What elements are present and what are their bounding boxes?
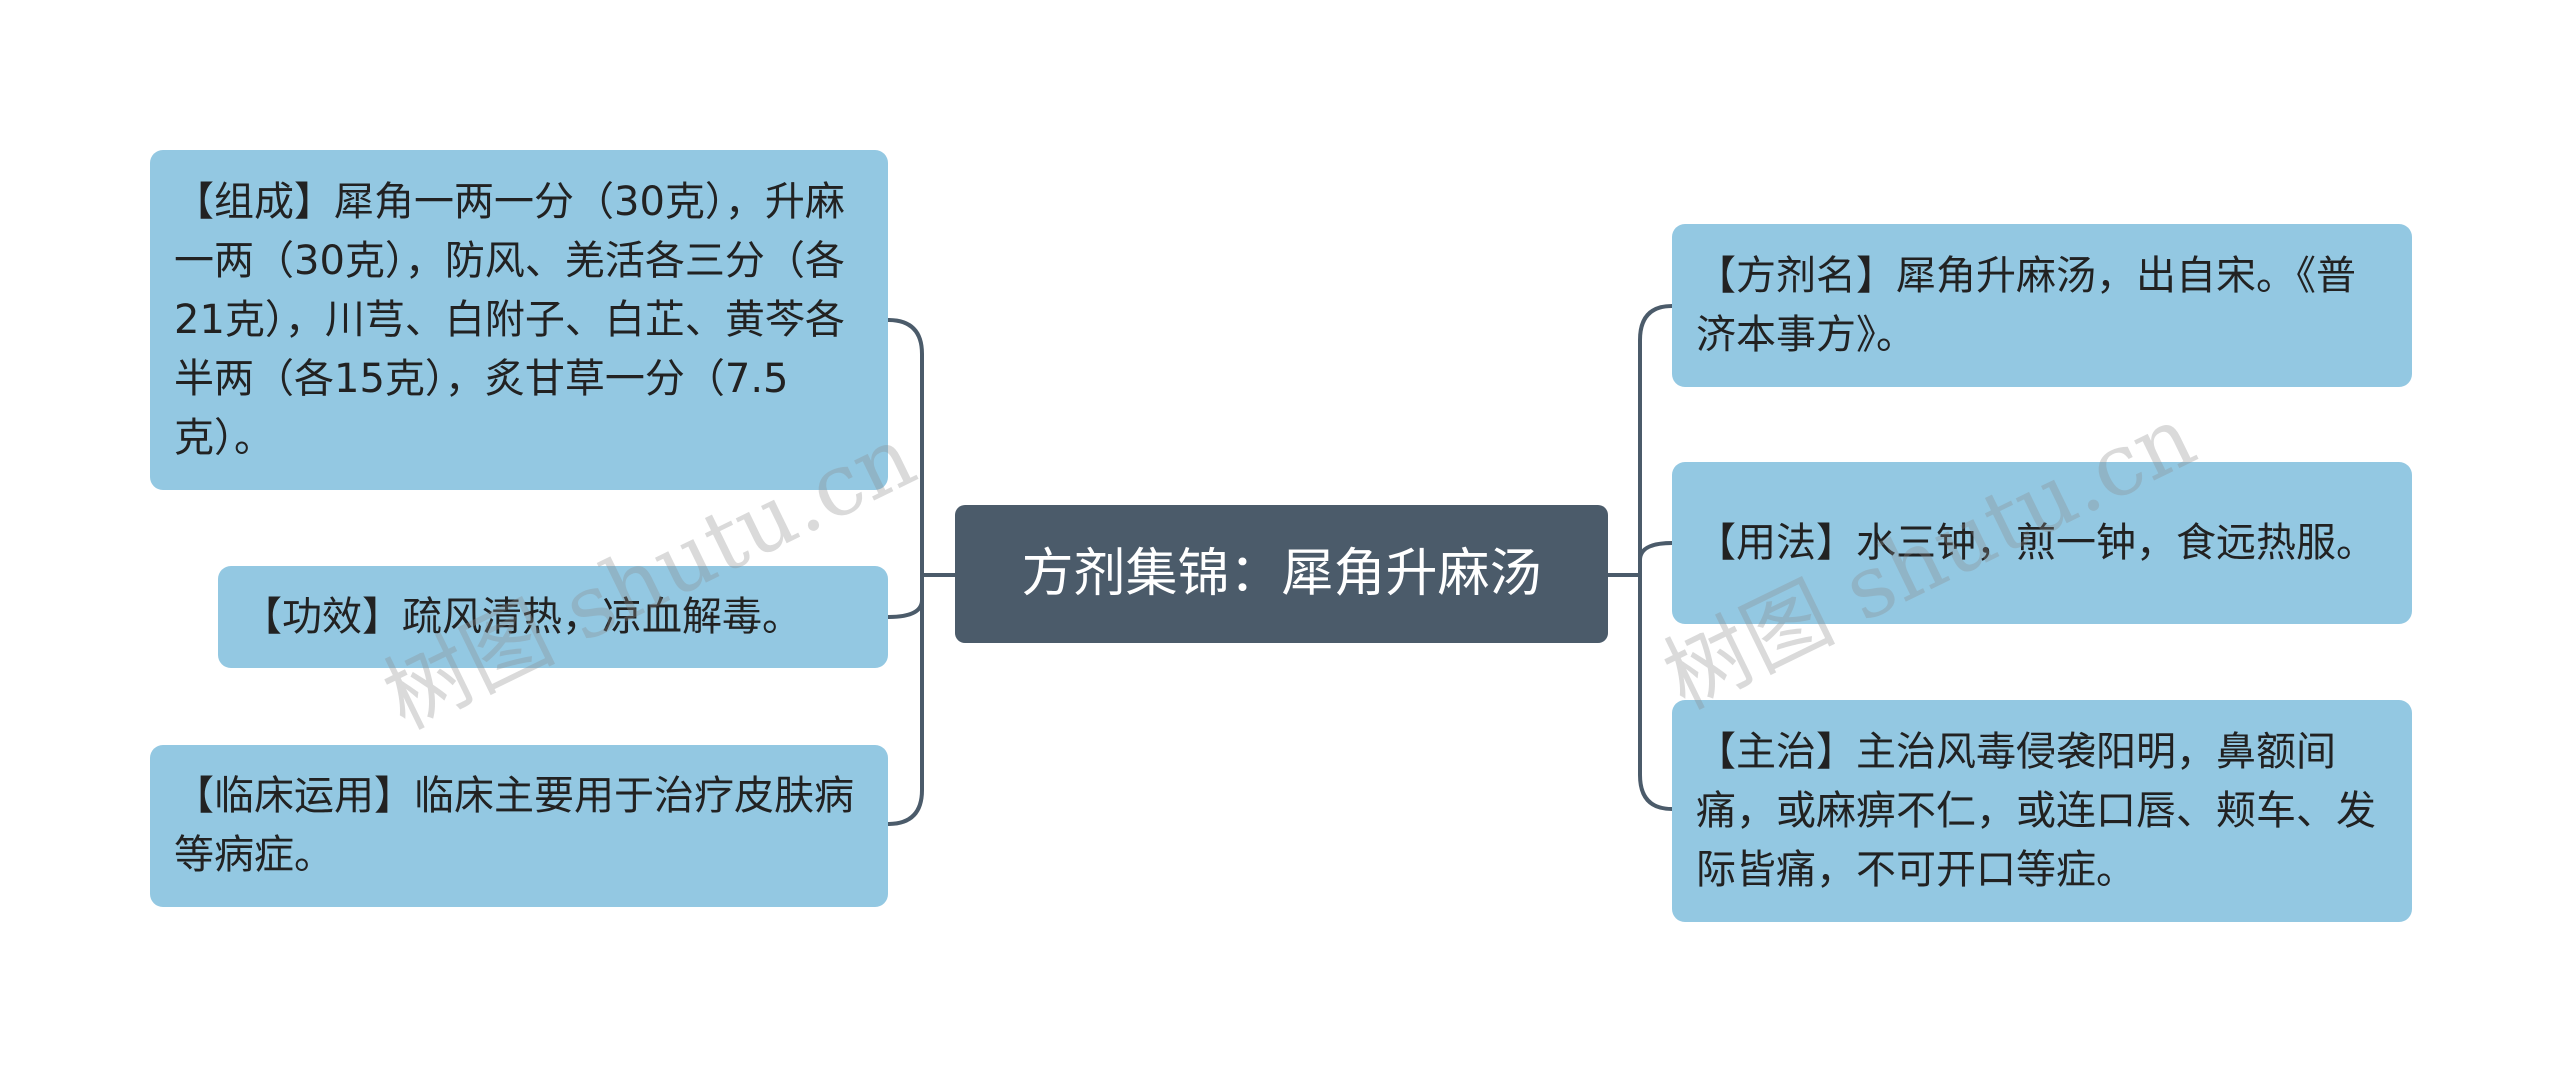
node-efficacy[interactable]: 【功效】疏风清热，凉血解毒。 (218, 566, 888, 668)
node-clinical-use-text: 【临床运用】临床主要用于治疗皮肤病等病症。 (174, 773, 854, 878)
connector-right-middle (1638, 541, 1674, 577)
node-indications-text: 【主治】主治风毒侵袭阳明，鼻额间痛，或麻痹不仁，或连口唇、颊车、发际皆痛，不可开… (1696, 728, 2376, 893)
center-topic-text: 方剂集锦：犀角升麻汤 (1021, 544, 1542, 604)
connector-left-middle (886, 573, 924, 619)
node-efficacy-text: 【功效】疏风清热，凉血解毒。 (242, 593, 802, 640)
node-clinical-use[interactable]: 【临床运用】临床主要用于治疗皮肤病等病症。 (150, 745, 888, 907)
node-usage[interactable]: 【用法】水三钟，煎一钟，食远热服。 (1672, 462, 2412, 624)
node-formula-name[interactable]: 【方剂名】犀角升麻汤，出自宋。《普济本事方》。 (1672, 224, 2412, 387)
node-indications[interactable]: 【主治】主治风毒侵袭阳明，鼻额间痛，或麻痹不仁，或连口唇、颊车、发际皆痛，不可开… (1672, 700, 2412, 922)
node-composition[interactable]: 【组成】犀角一两一分（30克），升麻一两（30克），防风、羌活各三分（各21克）… (150, 150, 888, 490)
node-composition-text: 【组成】犀角一两一分（30克），升麻一两（30克），防风、羌活各三分（各21克）… (174, 178, 845, 461)
node-usage-text: 【用法】水三钟，煎一钟，食远热服。 (1696, 519, 2376, 566)
center-topic[interactable]: 方剂集锦：犀角升麻汤 (955, 505, 1608, 643)
node-formula-name-text: 【方剂名】犀角升麻汤，出自宋。《普济本事方》。 (1696, 252, 2356, 358)
connector-right-spine (1638, 304, 1674, 811)
connector-left-spine (886, 318, 924, 826)
